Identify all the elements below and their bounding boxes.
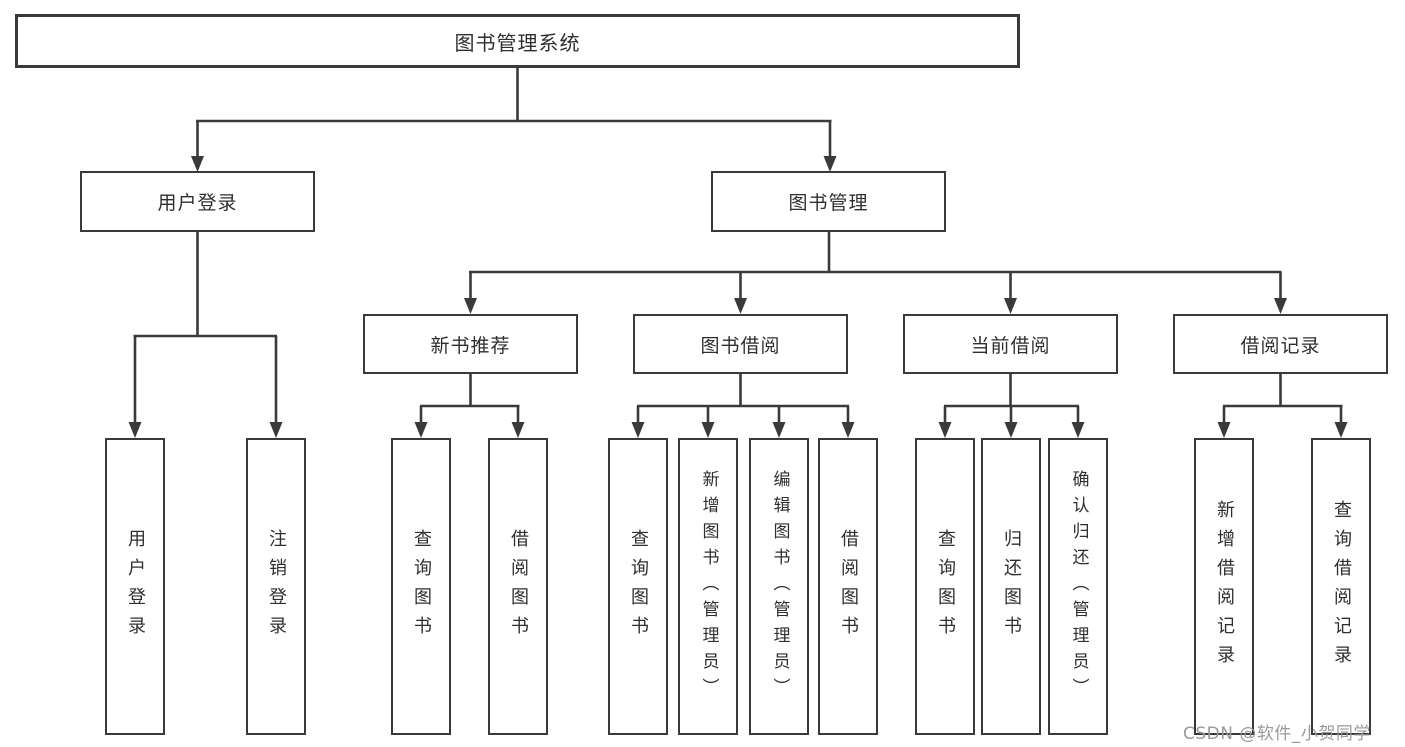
leaf-add-book-admin: 新增图书（管理员） [678,438,738,735]
node-book-management: 图书管理 [711,171,946,232]
leaf-query-borrow-record: 查询借阅记录 [1311,438,1371,735]
leaf-user-login-label: 用户登录 [125,528,146,645]
leaf-query-book-borrow: 查询图书 [608,438,668,735]
leaf-borrow-book-recommend-label: 借阅图书 [508,528,529,645]
leaf-query-book-borrow-label: 查询图书 [628,528,649,645]
node-user-login-label: 用户登录 [157,192,238,214]
node-current-borrow: 当前借阅 [903,314,1118,374]
node-borrow-record-label: 借阅记录 [1240,334,1321,357]
node-root-system: 图书管理系统 [15,14,1020,68]
leaf-return-book: 归还图书 [981,438,1041,735]
node-user-login: 用户登录 [80,171,315,232]
leaf-return-book-label: 归还图书 [1001,528,1022,645]
leaf-user-login: 用户登录 [105,438,165,735]
leaf-borrow-book-recommend: 借阅图书 [488,438,548,735]
leaf-borrow-book: 借阅图书 [818,438,878,735]
leaf-query-borrow-record-label: 查询借阅记录 [1331,499,1352,674]
node-new-book-recommend-label: 新书推荐 [430,334,511,357]
leaf-logout-login: 注销登录 [246,438,306,735]
node-root-label: 图书管理系统 [454,30,581,55]
leaf-confirm-return-admin-label: 确认归还（管理员） [1068,469,1089,704]
csdn-watermark: CSDN @软件_小贺同学 [1183,724,1371,744]
node-book-borrow-label: 图书借阅 [700,334,781,357]
leaf-edit-book-admin-label: 编辑图书（管理员） [769,469,790,704]
leaf-query-book-recommend-label: 查询图书 [411,528,432,645]
leaf-edit-book-admin: 编辑图书（管理员） [749,438,809,735]
leaf-add-book-admin-label: 新增图书（管理员） [698,469,719,704]
node-borrow-record: 借阅记录 [1173,314,1388,374]
node-current-borrow-label: 当前借阅 [970,334,1051,357]
arrowheads [128,156,1348,438]
leaf-confirm-return-admin: 确认归还（管理员） [1048,438,1108,735]
leaf-borrow-book-label: 借阅图书 [838,528,859,645]
node-new-book-recommend: 新书推荐 [363,314,578,374]
leaf-add-borrow-record: 新增借阅记录 [1194,438,1254,735]
leaf-query-book-current-label: 查询图书 [935,528,956,645]
leaf-query-book-current: 查询图书 [915,438,975,735]
leaf-add-borrow-record-label: 新增借阅记录 [1214,499,1235,674]
leaf-query-book-recommend: 查询图书 [391,438,451,735]
node-book-borrow: 图书借阅 [633,314,848,374]
node-book-management-label: 图书管理 [788,192,869,214]
leaf-logout-login-label: 注销登录 [266,528,287,645]
